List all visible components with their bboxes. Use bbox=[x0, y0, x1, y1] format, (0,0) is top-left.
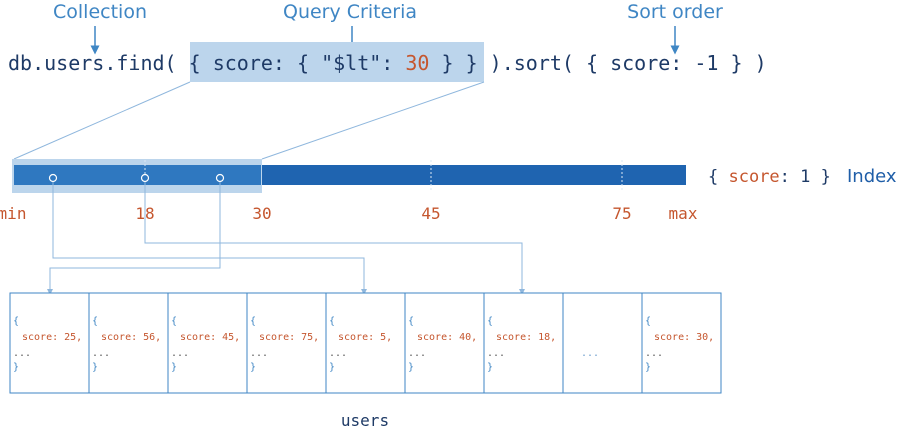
index-entry-dot-25 bbox=[215, 173, 225, 183]
tick-45: 45 bbox=[421, 204, 440, 223]
document-score-line: score: 5, bbox=[338, 332, 392, 343]
pointer-score-25 bbox=[47, 182, 221, 295]
document-open-brace: { bbox=[645, 316, 651, 327]
pointer-score-5 bbox=[52, 182, 367, 295]
document-box: { score: 40, ... } bbox=[404, 292, 485, 394]
tick-30: 30 bbox=[252, 204, 271, 223]
index-spec-open: { bbox=[708, 167, 728, 187]
document-close-brace: } bbox=[250, 362, 256, 373]
collection-label: Collection bbox=[53, 1, 147, 23]
document-more: ... bbox=[171, 348, 189, 359]
document-score-line: score: 40, bbox=[417, 332, 477, 343]
document-open-brace: { bbox=[171, 316, 177, 327]
document-more: ... bbox=[408, 348, 426, 359]
sort-order-label: Sort order bbox=[627, 1, 723, 23]
document-close-brace: } bbox=[13, 362, 19, 373]
projection-line-right bbox=[261, 81, 485, 160]
document-box: { score: 30, ... } bbox=[641, 292, 722, 394]
document-close-brace: } bbox=[329, 362, 335, 373]
document-box: { score: 45, ... } bbox=[167, 292, 248, 394]
document-box: { score: 18, ... } bbox=[483, 292, 564, 394]
query-criteria-label: Query Criteria bbox=[283, 1, 417, 23]
index-spec-rest: : 1 } bbox=[780, 167, 831, 187]
pointer-score-18 bbox=[144, 182, 525, 295]
document-close-brace: } bbox=[645, 362, 651, 373]
document-close-brace: } bbox=[487, 362, 493, 373]
document-box: { score: 5, ... } bbox=[325, 292, 406, 394]
document-box: { score: 75, ... } bbox=[246, 292, 327, 394]
index-spec-label: { score: 1 } bbox=[708, 167, 831, 187]
document-more: ... bbox=[329, 348, 347, 359]
index-word: Index bbox=[847, 166, 897, 187]
document-score-line: score: 18, bbox=[496, 332, 556, 343]
document-box: { score: 25, ... } bbox=[9, 292, 90, 394]
document-open-brace: { bbox=[92, 316, 98, 327]
tick-max: max bbox=[669, 204, 698, 223]
tick-75: 75 bbox=[612, 204, 631, 223]
code-criteria-value: 30 bbox=[405, 51, 429, 75]
document-close-brace: } bbox=[92, 362, 98, 373]
index-spec-key: score bbox=[728, 167, 779, 187]
document-open-brace: { bbox=[329, 316, 335, 327]
code-criteria-open: { score: { "$lt": bbox=[189, 51, 406, 75]
document-score-line: score: 30, bbox=[654, 332, 714, 343]
document-open-brace: { bbox=[13, 316, 19, 327]
document-open-brace: { bbox=[487, 316, 493, 327]
document-more: ... bbox=[487, 348, 505, 359]
index-entry-dot-18 bbox=[140, 173, 150, 183]
document-score-line: score: 56, bbox=[101, 332, 161, 343]
tick-min: min bbox=[0, 204, 26, 223]
scanned-range-bar bbox=[14, 165, 261, 185]
document-ellipsis: ... bbox=[581, 348, 599, 359]
document-more: ... bbox=[645, 348, 663, 359]
code-prefix: db.users.find( bbox=[8, 51, 189, 75]
document-more: ... bbox=[92, 348, 110, 359]
index-entry-dot-5 bbox=[48, 173, 58, 183]
code-criteria-close: } } bbox=[429, 51, 477, 75]
collection-name: users bbox=[341, 411, 389, 430]
users-collection: { score: 25, ... } { score: 56, ... } { … bbox=[9, 292, 722, 394]
document-score-line: score: 45, bbox=[180, 332, 240, 343]
document-box: { score: 56, ... } bbox=[88, 292, 169, 394]
document-close-brace: } bbox=[171, 362, 177, 373]
document-more: ... bbox=[250, 348, 268, 359]
document-score-line: score: 25, bbox=[22, 332, 82, 343]
query-code: db.users.find( { score: { "$lt": 30 } } … bbox=[8, 51, 767, 75]
code-suffix: ).sort( { score: -1 } ) bbox=[478, 51, 767, 75]
document-box-ellipsis: ... bbox=[562, 292, 643, 394]
document-more: ... bbox=[13, 348, 31, 359]
query-criteria-highlight bbox=[190, 42, 484, 82]
document-open-brace: { bbox=[250, 316, 256, 327]
document-close-brace: } bbox=[408, 362, 414, 373]
projection-line-left bbox=[13, 81, 191, 160]
document-score-line: score: 75, bbox=[259, 332, 319, 343]
document-open-brace: { bbox=[408, 316, 414, 327]
